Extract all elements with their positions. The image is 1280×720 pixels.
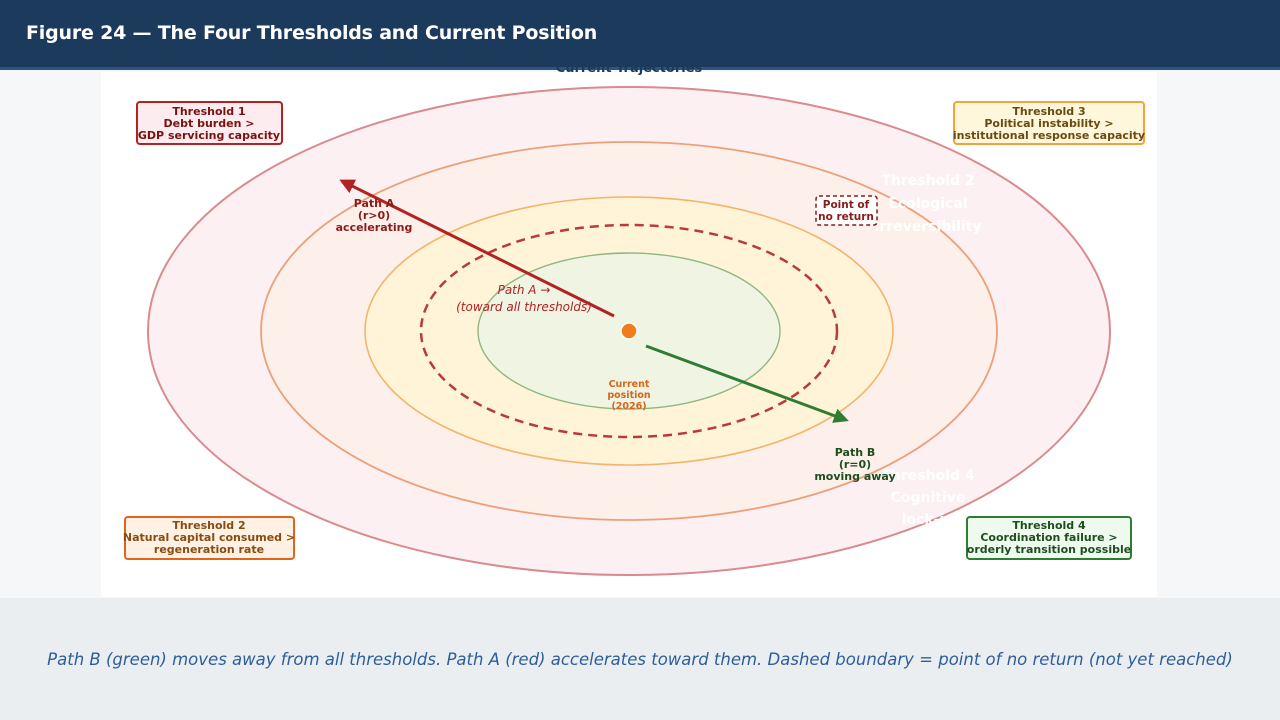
svg-text:Cognitive: Cognitive xyxy=(891,490,966,506)
svg-text:(toward all thresholds): (toward all thresholds) xyxy=(456,300,592,314)
svg-text:moving away: moving away xyxy=(814,470,895,483)
point-of-no-return-boundary xyxy=(419,223,839,439)
current-position-label: Current position (2026) xyxy=(607,379,651,412)
svg-text:Threshold 1: Threshold 1 xyxy=(172,105,245,118)
caption-footer xyxy=(0,598,1280,720)
svg-text:Current: Current xyxy=(609,379,650,390)
svg-text:Path A: Path A xyxy=(354,197,395,210)
threshold-diagram: Current Trajectories Threshold 2 Ecologi… xyxy=(123,61,1145,576)
threshold-2-box: Threshold 2 Natural capital consumed > r… xyxy=(123,516,295,560)
svg-text:institutional response capacit: institutional response capacity xyxy=(953,129,1145,142)
svg-text:Natural capital consumed >: Natural capital consumed > xyxy=(123,531,295,544)
figure-title: Figure 24 — The Four Thresholds and Curr… xyxy=(26,22,598,44)
path-b-label: Path B (r=0) moving away xyxy=(814,446,895,483)
point-of-no-return-label: Point of no return xyxy=(815,195,878,226)
svg-text:Threshold 3: Threshold 3 xyxy=(1012,105,1085,118)
svg-text:(r=0): (r=0) xyxy=(839,458,871,471)
svg-text:orderly transition possible: orderly transition possible xyxy=(967,543,1131,556)
svg-text:no return: no return xyxy=(818,211,874,223)
figure-caption: Path B (green) moves away from all thres… xyxy=(47,650,1233,669)
svg-text:Threshold 2: Threshold 2 xyxy=(881,173,974,189)
svg-text:Debt burden >: Debt burden > xyxy=(164,117,255,130)
cropped-diagram-title: Current Trajectories xyxy=(556,61,703,76)
svg-text:regeneration rate: regeneration rate xyxy=(154,543,264,556)
svg-text:Path B: Path B xyxy=(835,446,876,459)
svg-text:Threshold 2: Threshold 2 xyxy=(172,519,245,532)
svg-text:(r>0): (r>0) xyxy=(358,209,390,222)
path-a-label: Path A (r>0) accelerating xyxy=(336,197,413,234)
svg-text:Coordination failure >: Coordination failure > xyxy=(980,531,1117,544)
svg-text:Path A →: Path A → xyxy=(498,283,551,297)
threshold-4-box: Threshold 4 Coordination failure > order… xyxy=(966,516,1132,560)
svg-text:GDP servicing capacity: GDP servicing capacity xyxy=(138,129,280,142)
svg-text:Threshold 4: Threshold 4 xyxy=(881,468,975,484)
threshold-1-box: Threshold 1 Debt burden > GDP servicing … xyxy=(136,101,283,145)
current-position-marker xyxy=(620,322,638,340)
svg-text:irreversibility: irreversibility xyxy=(875,219,982,235)
ring-label-threshold-2: Threshold 2 Ecological irreversibility xyxy=(875,173,982,235)
svg-text:Threshold 4: Threshold 4 xyxy=(1012,519,1086,532)
svg-text:(2026): (2026) xyxy=(611,401,646,412)
ring-label-threshold-4: Threshold 4 Cognitive lock-in xyxy=(881,468,975,528)
svg-text:lock-in: lock-in xyxy=(902,512,955,528)
threshold-3-box: Threshold 3 Political instability > inst… xyxy=(953,101,1145,145)
header-bar: Figure 24 — The Four Thresholds and Curr… xyxy=(0,0,1280,70)
svg-text:Ecological: Ecological xyxy=(888,196,967,212)
svg-text:position: position xyxy=(607,390,651,401)
path-a-arrow xyxy=(339,179,615,318)
path-b-arrow xyxy=(645,344,849,423)
svg-text:accelerating: accelerating xyxy=(336,221,413,234)
svg-text:Point of: Point of xyxy=(823,199,870,211)
svg-text:Political instability >: Political instability > xyxy=(984,117,1113,130)
path-a-inner-label: Path A → (toward all thresholds) xyxy=(456,283,592,314)
